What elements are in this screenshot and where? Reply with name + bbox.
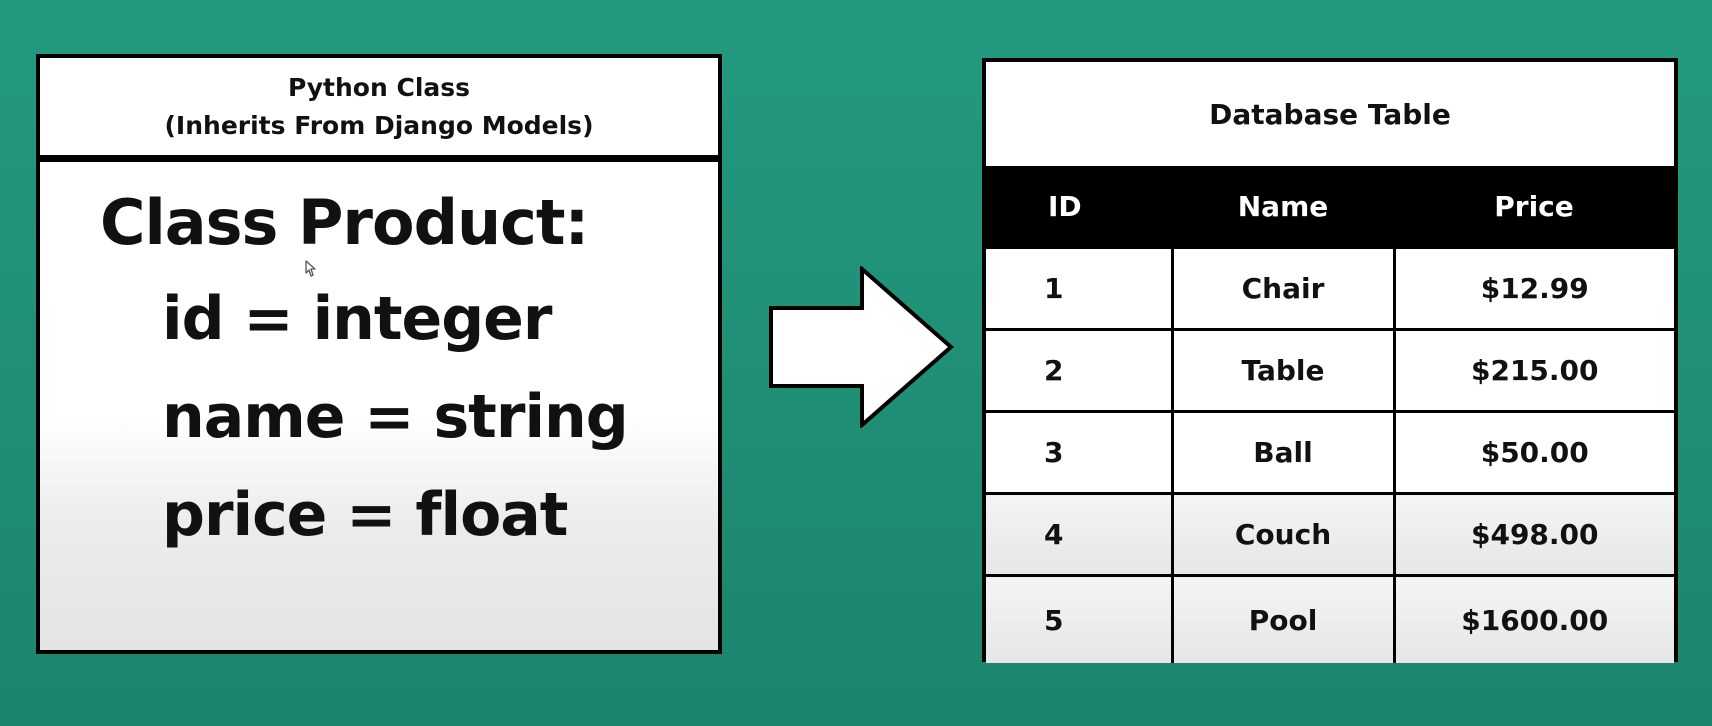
cell-name: Pool — [1170, 574, 1396, 663]
cell-id: 2 — [986, 328, 1174, 413]
class-declaration: Class Product: — [100, 186, 589, 259]
cell-id: 4 — [986, 492, 1174, 577]
column-header-name: Name — [1172, 166, 1394, 248]
cell-price: $498.00 — [1392, 492, 1674, 577]
cell-id: 1 — [986, 246, 1174, 331]
right-arrow-icon — [769, 266, 954, 428]
table-row: 3 Ball $50.00 — [986, 410, 1674, 495]
database-table: ID Name Price 1 Chair $12.99 2 Table $21… — [986, 166, 1674, 663]
cell-id: 5 — [986, 574, 1174, 663]
cell-price: $12.99 — [1392, 246, 1674, 331]
column-header-price: Price — [1394, 166, 1674, 248]
table-header-row: ID Name Price — [986, 166, 1674, 248]
python-class-box: Python Class (Inherits From Django Model… — [36, 54, 722, 654]
cell-name: Ball — [1170, 410, 1396, 495]
field-name: name = string — [162, 382, 629, 452]
cell-name: Table — [1170, 328, 1396, 413]
table-row: 5 Pool $1600.00 — [986, 574, 1674, 663]
python-class-title: Python Class — [287, 72, 471, 102]
table-row: 2 Table $215.00 — [986, 328, 1674, 413]
cell-name: Couch — [1170, 492, 1396, 577]
python-class-header: Python Class (Inherits From Django Model… — [40, 58, 718, 162]
field-price: price = float — [162, 480, 568, 550]
field-id: id = integer — [162, 284, 552, 354]
python-class-subtitle: (Inherits From Django Models) — [164, 110, 594, 140]
cell-id: 3 — [986, 410, 1174, 495]
table-row: 4 Couch $498.00 — [986, 492, 1674, 577]
cell-name: Chair — [1170, 246, 1396, 331]
cell-price: $1600.00 — [1392, 574, 1674, 663]
database-table-box: Database Table ID Name Price 1 Chair $12… — [982, 58, 1678, 663]
database-table-title: Database Table — [1209, 97, 1451, 131]
cell-price: $50.00 — [1392, 410, 1674, 495]
python-class-body: Class Product: id = integer name = strin… — [40, 162, 718, 650]
table-row: 1 Chair $12.99 — [986, 246, 1674, 331]
column-header-id: ID — [986, 166, 1172, 248]
cursor-icon — [305, 260, 316, 277]
cell-price: $215.00 — [1392, 328, 1674, 413]
